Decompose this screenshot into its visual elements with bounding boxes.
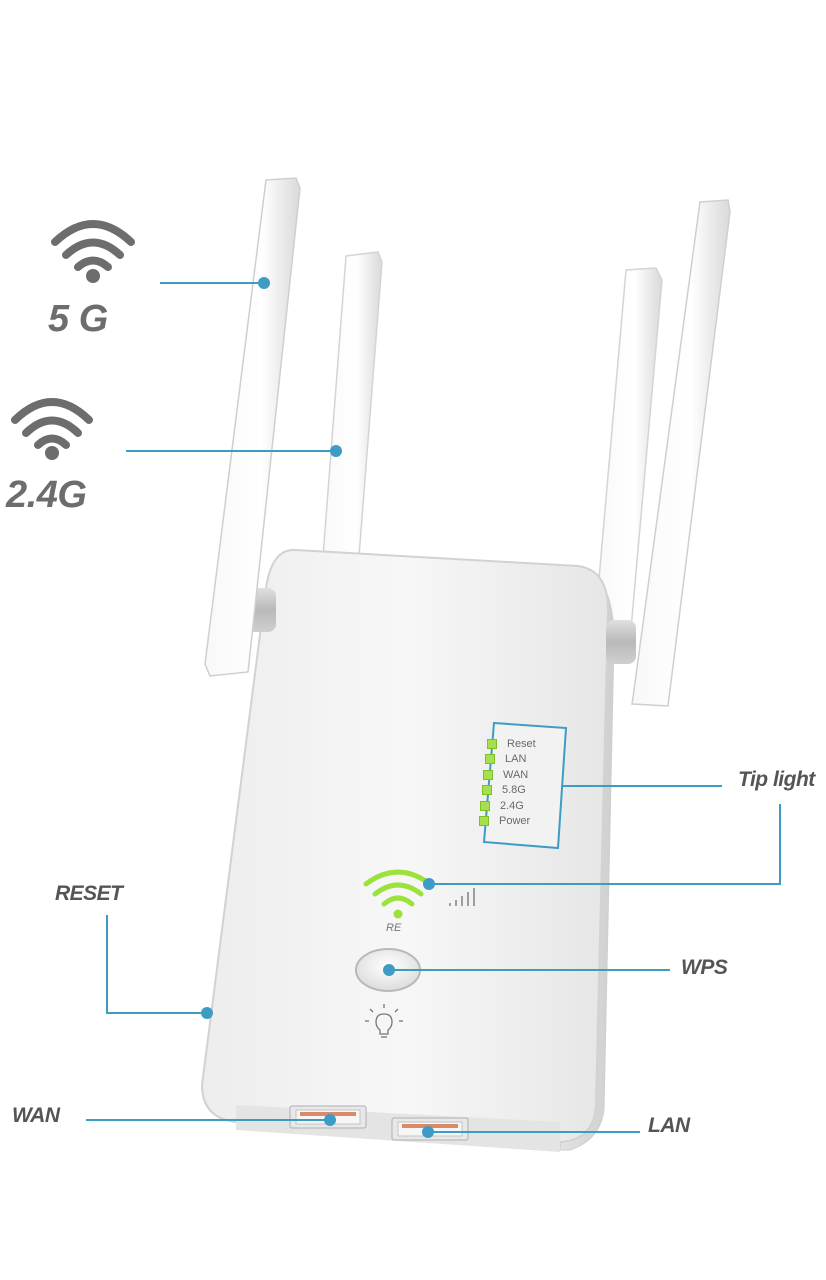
wifi-signal-icon	[363, 869, 433, 919]
signal-bars-icon	[449, 888, 475, 906]
led-row: WAN	[483, 767, 563, 783]
antenna-back-right	[593, 267, 663, 641]
led-label: Reset	[507, 737, 536, 750]
router-body	[200, 548, 610, 1152]
reset-label: RESET	[55, 882, 123, 905]
led-indicator	[479, 816, 489, 827]
wifi-icon	[11, 398, 93, 460]
led-label: 5.8G	[502, 784, 526, 797]
wps-label: WPS	[681, 956, 728, 979]
lan-label: LAN	[648, 1114, 690, 1137]
tip-light-label: Tip light	[738, 768, 815, 791]
hinge-right	[606, 620, 636, 664]
wifi-icon	[51, 220, 135, 283]
led-row: Power	[479, 814, 563, 830]
led-indicator	[482, 785, 492, 796]
indicator-led-list: Reset LAN WAN 5.8G 2.4G Power	[479, 736, 563, 829]
antenna-front-left	[204, 177, 301, 677]
led-label: Power	[499, 815, 531, 828]
re-label: RE	[386, 922, 402, 934]
led-label: LAN	[505, 753, 527, 766]
led-indicator	[487, 738, 497, 749]
led-indicator	[483, 769, 493, 780]
wan-label: WAN	[12, 1104, 60, 1127]
led-row: Reset	[487, 736, 563, 752]
led-indicator	[485, 754, 495, 765]
led-row: 2.4G	[480, 798, 563, 814]
led-row: LAN	[485, 752, 563, 768]
band-5g-label: 5 G	[48, 298, 108, 340]
band-24g-label: 2.4G	[6, 474, 87, 516]
callout-dots	[201, 277, 435, 1138]
led-indicator	[480, 800, 490, 811]
led-label: WAN	[503, 768, 529, 781]
bulb-icon	[365, 1004, 403, 1038]
led-row: 5.8G	[482, 783, 563, 799]
callout-lines	[86, 282, 781, 1133]
led-label: 2.4G	[500, 799, 524, 812]
antenna-front-right	[631, 199, 731, 707]
